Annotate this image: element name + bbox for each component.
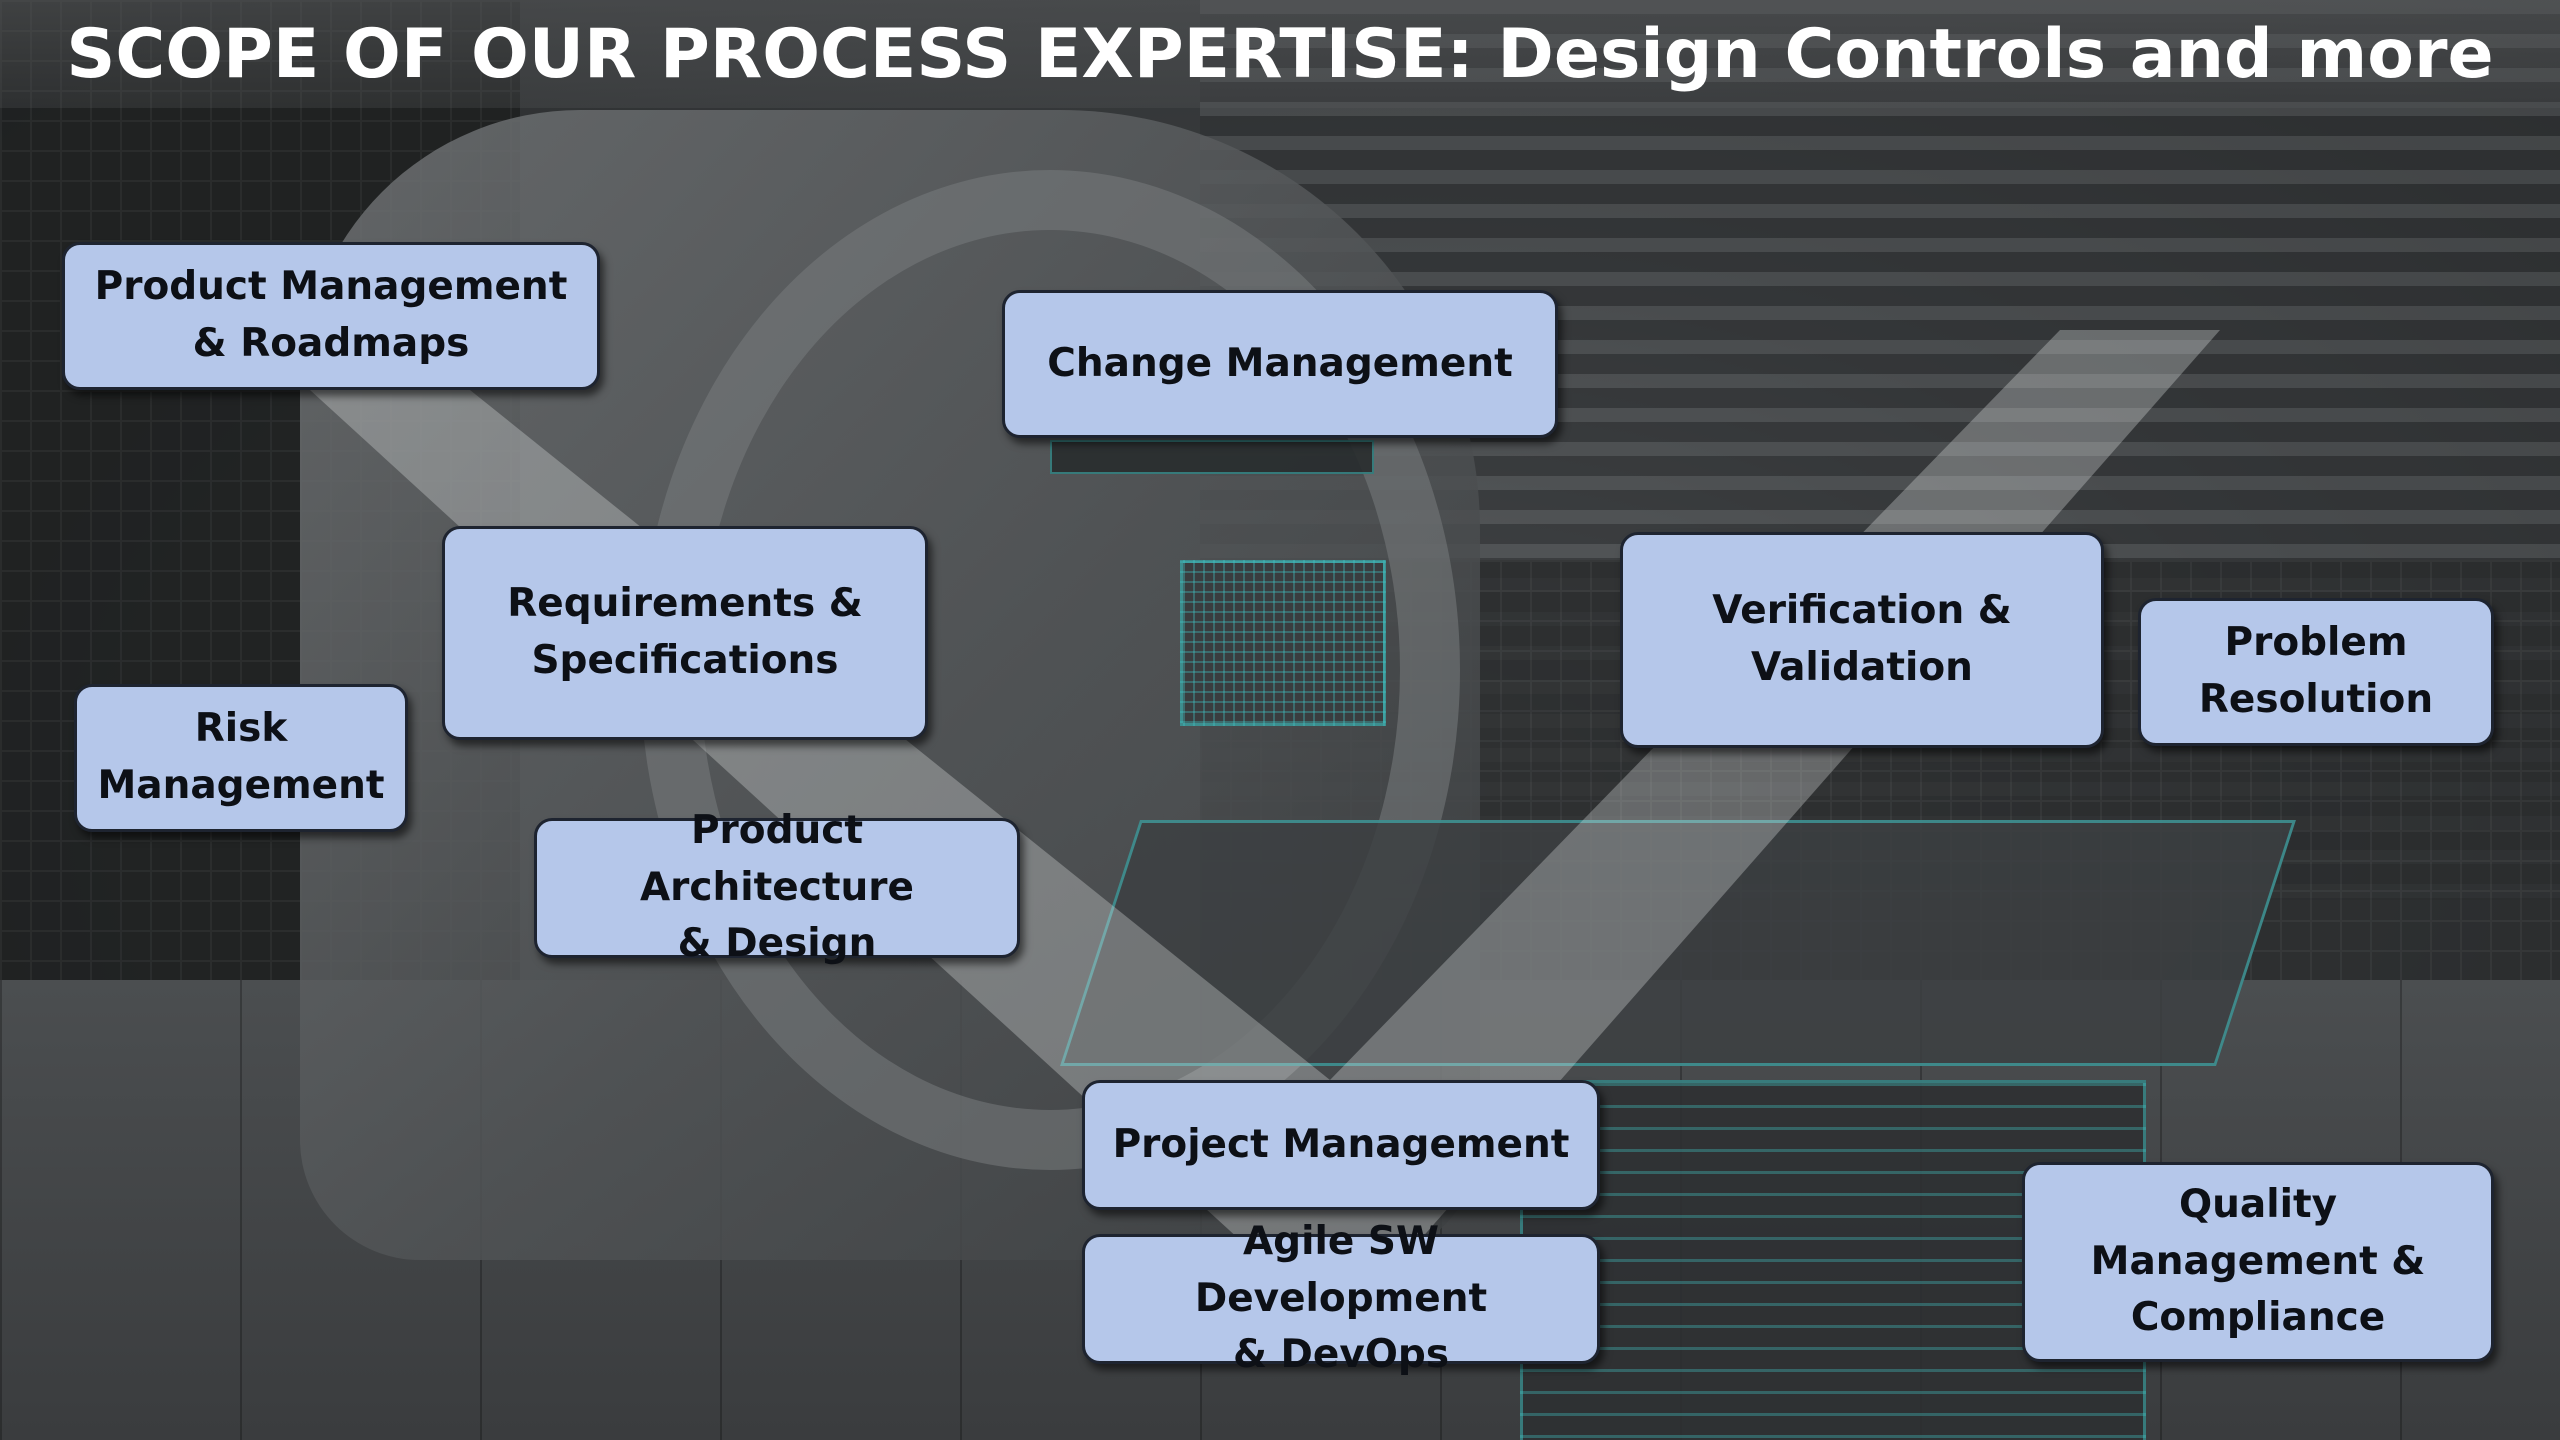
box-project-management: Project Management [1082,1080,1600,1210]
box-product-management: Product Management & Roadmaps [62,242,600,390]
box-risk-management: Risk Management [74,684,408,832]
box-change-management: Change Management [1002,290,1558,438]
detector-panel-image [1180,560,1386,726]
page-title: SCOPE OF OUR PROCESS EXPERTISE: Design C… [66,14,2494,94]
box-product-architecture-design: Product Architecture & Design [534,808,1020,966]
title-bar: SCOPE OF OUR PROCESS EXPERTISE: Design C… [0,0,2560,108]
box-verification-validation: Verification & Validation [1620,532,2104,748]
box-problem-resolution: Problem Resolution [2138,598,2494,746]
collimator-plate-image [1050,440,1374,474]
couch-base-image [1520,1080,2146,1440]
box-agile-sw-development: Agile SW Development & DevOps [1082,1219,1600,1377]
box-requirements-specifications: Requirements & Specifications [442,526,928,740]
box-quality-management-compliance: Quality Management & Compliance [2022,1162,2494,1362]
